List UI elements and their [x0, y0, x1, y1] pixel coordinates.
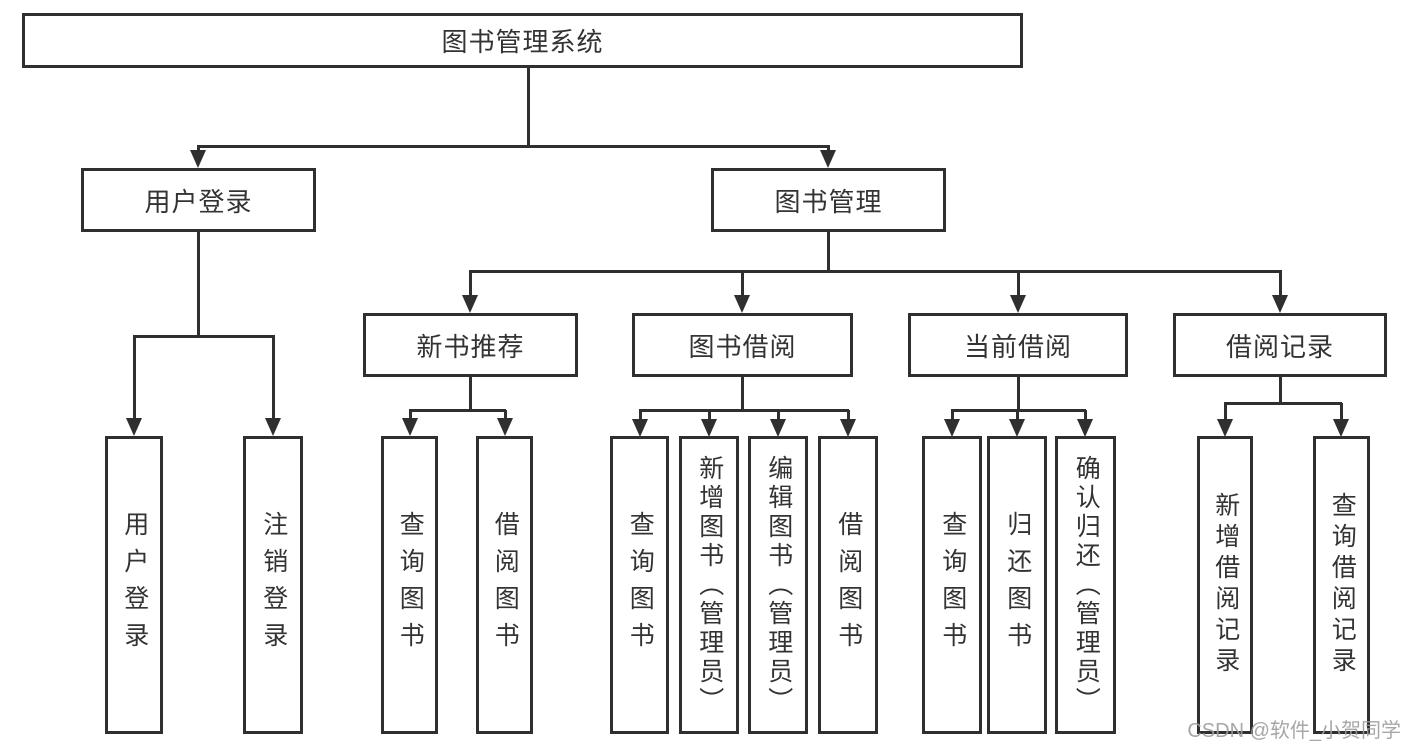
node-label: 查询图书	[938, 511, 967, 659]
connector-line	[827, 145, 830, 150]
node-borrowing-records: 借阅记录	[1173, 313, 1387, 377]
leaf-borrow-books-2: 借阅图书	[818, 436, 878, 734]
arrowhead-icon	[126, 418, 142, 436]
connector-line	[504, 410, 507, 418]
leaf-borrow-books-1: 借阅图书	[476, 436, 533, 734]
node-label: 归还图书	[1003, 511, 1032, 659]
connector-line	[469, 377, 472, 411]
connector-line	[1016, 410, 1019, 419]
node-label: 编辑图书（管理员）	[764, 454, 793, 716]
node-book-management: 图书管理	[711, 168, 946, 232]
connector-line	[1017, 270, 1020, 295]
leaf-logout: 注销登录	[243, 436, 303, 734]
leaf-confirm-return-admin: 确认归还（管理员）	[1055, 436, 1116, 734]
connector-line	[197, 145, 829, 148]
arrowhead-icon	[840, 419, 856, 437]
watermark: CSDN @软件_小贺同学	[1187, 720, 1401, 742]
arrowhead-icon	[1333, 419, 1349, 437]
connector-line	[1017, 377, 1020, 411]
node-label: 新增图书（管理员）	[695, 454, 724, 716]
node-book-borrowing: 图书借阅	[632, 313, 853, 377]
node-label: 注销登录	[259, 511, 288, 659]
node-label: 借阅图书	[491, 511, 520, 659]
connector-line	[1224, 402, 1342, 405]
node-label: 查询图书	[396, 511, 425, 659]
leaf-user-login: 用户登录	[105, 436, 163, 734]
node-label: 查询图书	[626, 511, 655, 659]
connector-line	[469, 270, 472, 295]
arrowhead-icon	[462, 295, 478, 313]
arrowhead-icon	[497, 418, 513, 436]
arrowhead-icon	[632, 419, 648, 437]
connector-line	[951, 410, 954, 419]
node-label: 查询借阅记录	[1328, 492, 1357, 678]
node-label: 用户登录	[144, 186, 253, 217]
arrowhead-icon	[265, 418, 281, 436]
connector-line	[133, 335, 136, 418]
connector-line	[777, 410, 780, 419]
node-label: 用户登录	[120, 511, 149, 659]
connector-line	[1340, 403, 1343, 419]
leaf-query-books-2: 查询图书	[610, 436, 669, 734]
connector-line	[741, 270, 744, 295]
leaf-query-books-1: 查询图书	[381, 436, 438, 734]
node-label: 新书推荐	[416, 331, 525, 362]
leaf-query-borrow-record: 查询借阅记录	[1313, 436, 1370, 734]
arrowhead-icon	[1272, 295, 1288, 313]
node-label: 确认归还（管理员）	[1072, 454, 1101, 716]
connector-line	[197, 145, 200, 150]
arrowhead-icon	[770, 419, 786, 437]
arrowhead-icon	[402, 418, 418, 436]
arrowhead-icon	[820, 150, 836, 168]
arrowhead-icon	[734, 295, 750, 313]
leaf-query-books-3: 查询图书	[922, 436, 982, 734]
connector-line	[1279, 270, 1282, 295]
arrowhead-icon	[1077, 419, 1093, 437]
connector-line	[469, 270, 1281, 273]
connector-line	[827, 232, 830, 272]
node-label: 图书借阅	[688, 331, 797, 362]
node-label: 图书管理	[774, 186, 883, 217]
connector-line	[708, 410, 711, 419]
connector-line	[409, 410, 412, 418]
connector-line	[741, 377, 744, 411]
node-label: 借阅记录	[1225, 331, 1334, 362]
arrowhead-icon	[1009, 419, 1025, 437]
arrowhead-icon	[701, 419, 717, 437]
connector-line	[1279, 377, 1282, 404]
leaf-add-borrow-record: 新增借阅记录	[1197, 436, 1253, 734]
arrowhead-icon	[1217, 419, 1233, 437]
node-label: 借阅图书	[834, 511, 863, 659]
node-current-borrowing: 当前借阅	[908, 313, 1128, 377]
node-label: 新增借阅记录	[1211, 492, 1240, 678]
leaf-return-books: 归还图书	[987, 436, 1047, 734]
leaf-edit-book-admin: 编辑图书（管理员）	[748, 436, 808, 734]
connector-line	[847, 410, 850, 419]
connector-line	[1084, 410, 1087, 419]
connector-line	[133, 335, 274, 338]
connector-line	[197, 232, 200, 337]
node-label: 图书管理系统	[441, 27, 604, 57]
connector-line	[409, 409, 506, 412]
connector-line	[527, 68, 530, 147]
leaf-add-book-admin: 新增图书（管理员）	[679, 436, 739, 734]
connector-line	[272, 335, 275, 418]
node-new-book-recommendation: 新书推荐	[363, 313, 578, 377]
connector-line	[639, 409, 849, 412]
node-library-management-system: 图书管理系统	[22, 13, 1023, 68]
node-label: 当前借阅	[963, 331, 1072, 362]
connector-line	[1224, 403, 1227, 419]
arrowhead-icon	[1010, 295, 1026, 313]
arrowhead-icon	[190, 150, 206, 168]
node-user-login: 用户登录	[81, 168, 316, 232]
connector-line	[639, 410, 642, 419]
arrowhead-icon	[944, 419, 960, 437]
